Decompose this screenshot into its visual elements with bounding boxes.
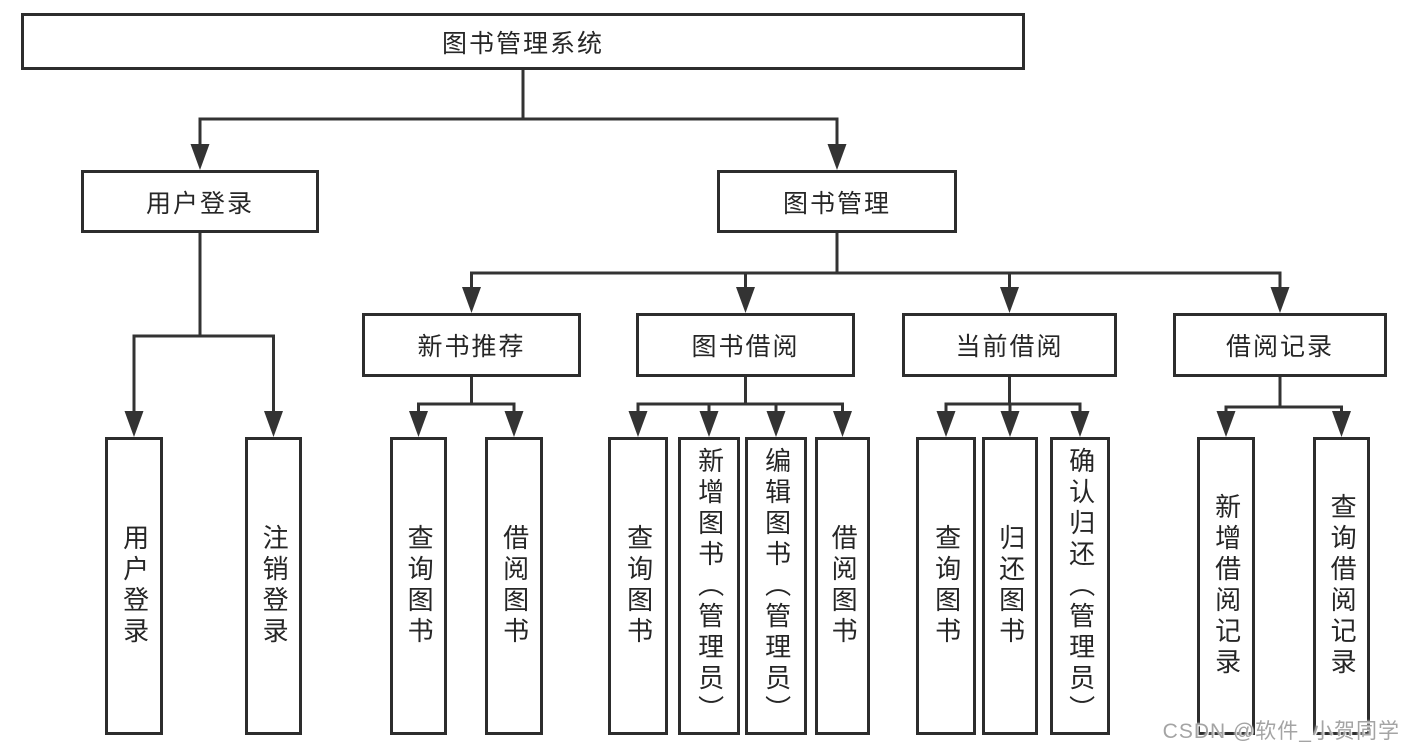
watermark: CSDN @软件_小贺同学 [1162, 720, 1400, 743]
arrow-icon [462, 287, 481, 313]
arrow-icon [1332, 411, 1351, 437]
leaf-user-login: 用户登录 [105, 437, 163, 735]
node-label: 图书管理 [782, 189, 891, 218]
arrow-icon [504, 411, 524, 437]
connector-user-login-children [132, 231, 275, 421]
node-label: 借阅图书 [499, 524, 530, 648]
leaf-query-book-recommend: 查询图书 [390, 437, 447, 735]
leaf-query-book-borrow: 查询图书 [608, 437, 668, 735]
node-label: 查询图书 [404, 524, 435, 648]
node-label: 确认归还（管理员） [1065, 446, 1096, 726]
node-label: 图书借阅 [691, 333, 800, 361]
node-label: 新增图书（管理员） [694, 446, 725, 726]
connector-root-to-level2 [198, 68, 839, 154]
connector-borrow-records-children [1224, 375, 1343, 421]
leaf-add-borrow-record: 新增借阅记录 [1197, 437, 1255, 735]
arrow-icon [936, 411, 956, 437]
arrow-icon [736, 287, 755, 313]
node-root: 图书管理系统 [21, 13, 1025, 70]
arrow-icon [124, 411, 144, 437]
node-label: 查询图书 [931, 524, 962, 648]
node-book-borrow: 图书借阅 [636, 313, 855, 377]
arrow-icon [766, 411, 786, 437]
node-label: 当前借阅 [955, 333, 1064, 361]
leaf-query-book-current: 查询图书 [916, 437, 976, 735]
arrow-icon [190, 144, 210, 170]
node-label: 归还图书 [995, 524, 1026, 648]
node-new-book-recommend: 新书推荐 [362, 313, 581, 377]
connector-book-borrow-children [636, 375, 844, 421]
leaf-borrow-book-recommend: 借阅图书 [485, 437, 543, 735]
arrow-icon [833, 411, 852, 437]
arrow-icon [628, 411, 648, 437]
arrow-icon [827, 144, 847, 170]
leaf-logout: 注销登录 [245, 437, 302, 735]
node-user-login: 用户登录 [81, 170, 319, 233]
node-label: 用户登录 [145, 189, 254, 218]
leaf-confirm-return-admin: 确认归还（管理员） [1050, 437, 1110, 735]
node-label: 编辑图书（管理员） [761, 446, 792, 726]
node-root-label: 图书管理系统 [441, 29, 604, 58]
arrow-icon [1270, 287, 1290, 313]
node-label: 借阅图书 [828, 524, 859, 648]
node-label: 借阅记录 [1225, 333, 1334, 361]
elbow-connectors [132, 68, 1343, 421]
connector-book-management-children [470, 231, 1282, 297]
arrow-icon [1000, 411, 1020, 437]
leaf-borrow-book: 借阅图书 [815, 437, 870, 735]
node-book-management: 图书管理 [717, 170, 957, 233]
node-label: 用户登录 [119, 524, 150, 648]
node-label: 注销登录 [259, 524, 290, 648]
connector-new-book-children [417, 375, 516, 421]
leaf-return-book: 归还图书 [982, 437, 1038, 735]
arrow-icon [699, 411, 719, 437]
leaf-query-borrow-record: 查询借阅记录 [1313, 437, 1370, 735]
leaf-edit-book-admin: 编辑图书（管理员） [745, 437, 807, 735]
arrow-icon [1000, 287, 1019, 313]
node-borrow-records: 借阅记录 [1173, 313, 1387, 377]
node-current-borrow: 当前借阅 [902, 313, 1117, 377]
node-label: 新书推荐 [417, 333, 526, 361]
node-label: 新增借阅记录 [1211, 493, 1242, 679]
arrow-icon [264, 411, 283, 437]
arrow-icon [409, 411, 428, 437]
node-label: 查询借阅记录 [1327, 493, 1358, 679]
arrow-icon [1216, 411, 1236, 437]
arrow-icon [1070, 411, 1090, 437]
leaf-add-book-admin: 新增图书（管理员） [678, 437, 740, 735]
arrowheads [124, 144, 1351, 437]
node-label: 查询图书 [623, 524, 654, 648]
